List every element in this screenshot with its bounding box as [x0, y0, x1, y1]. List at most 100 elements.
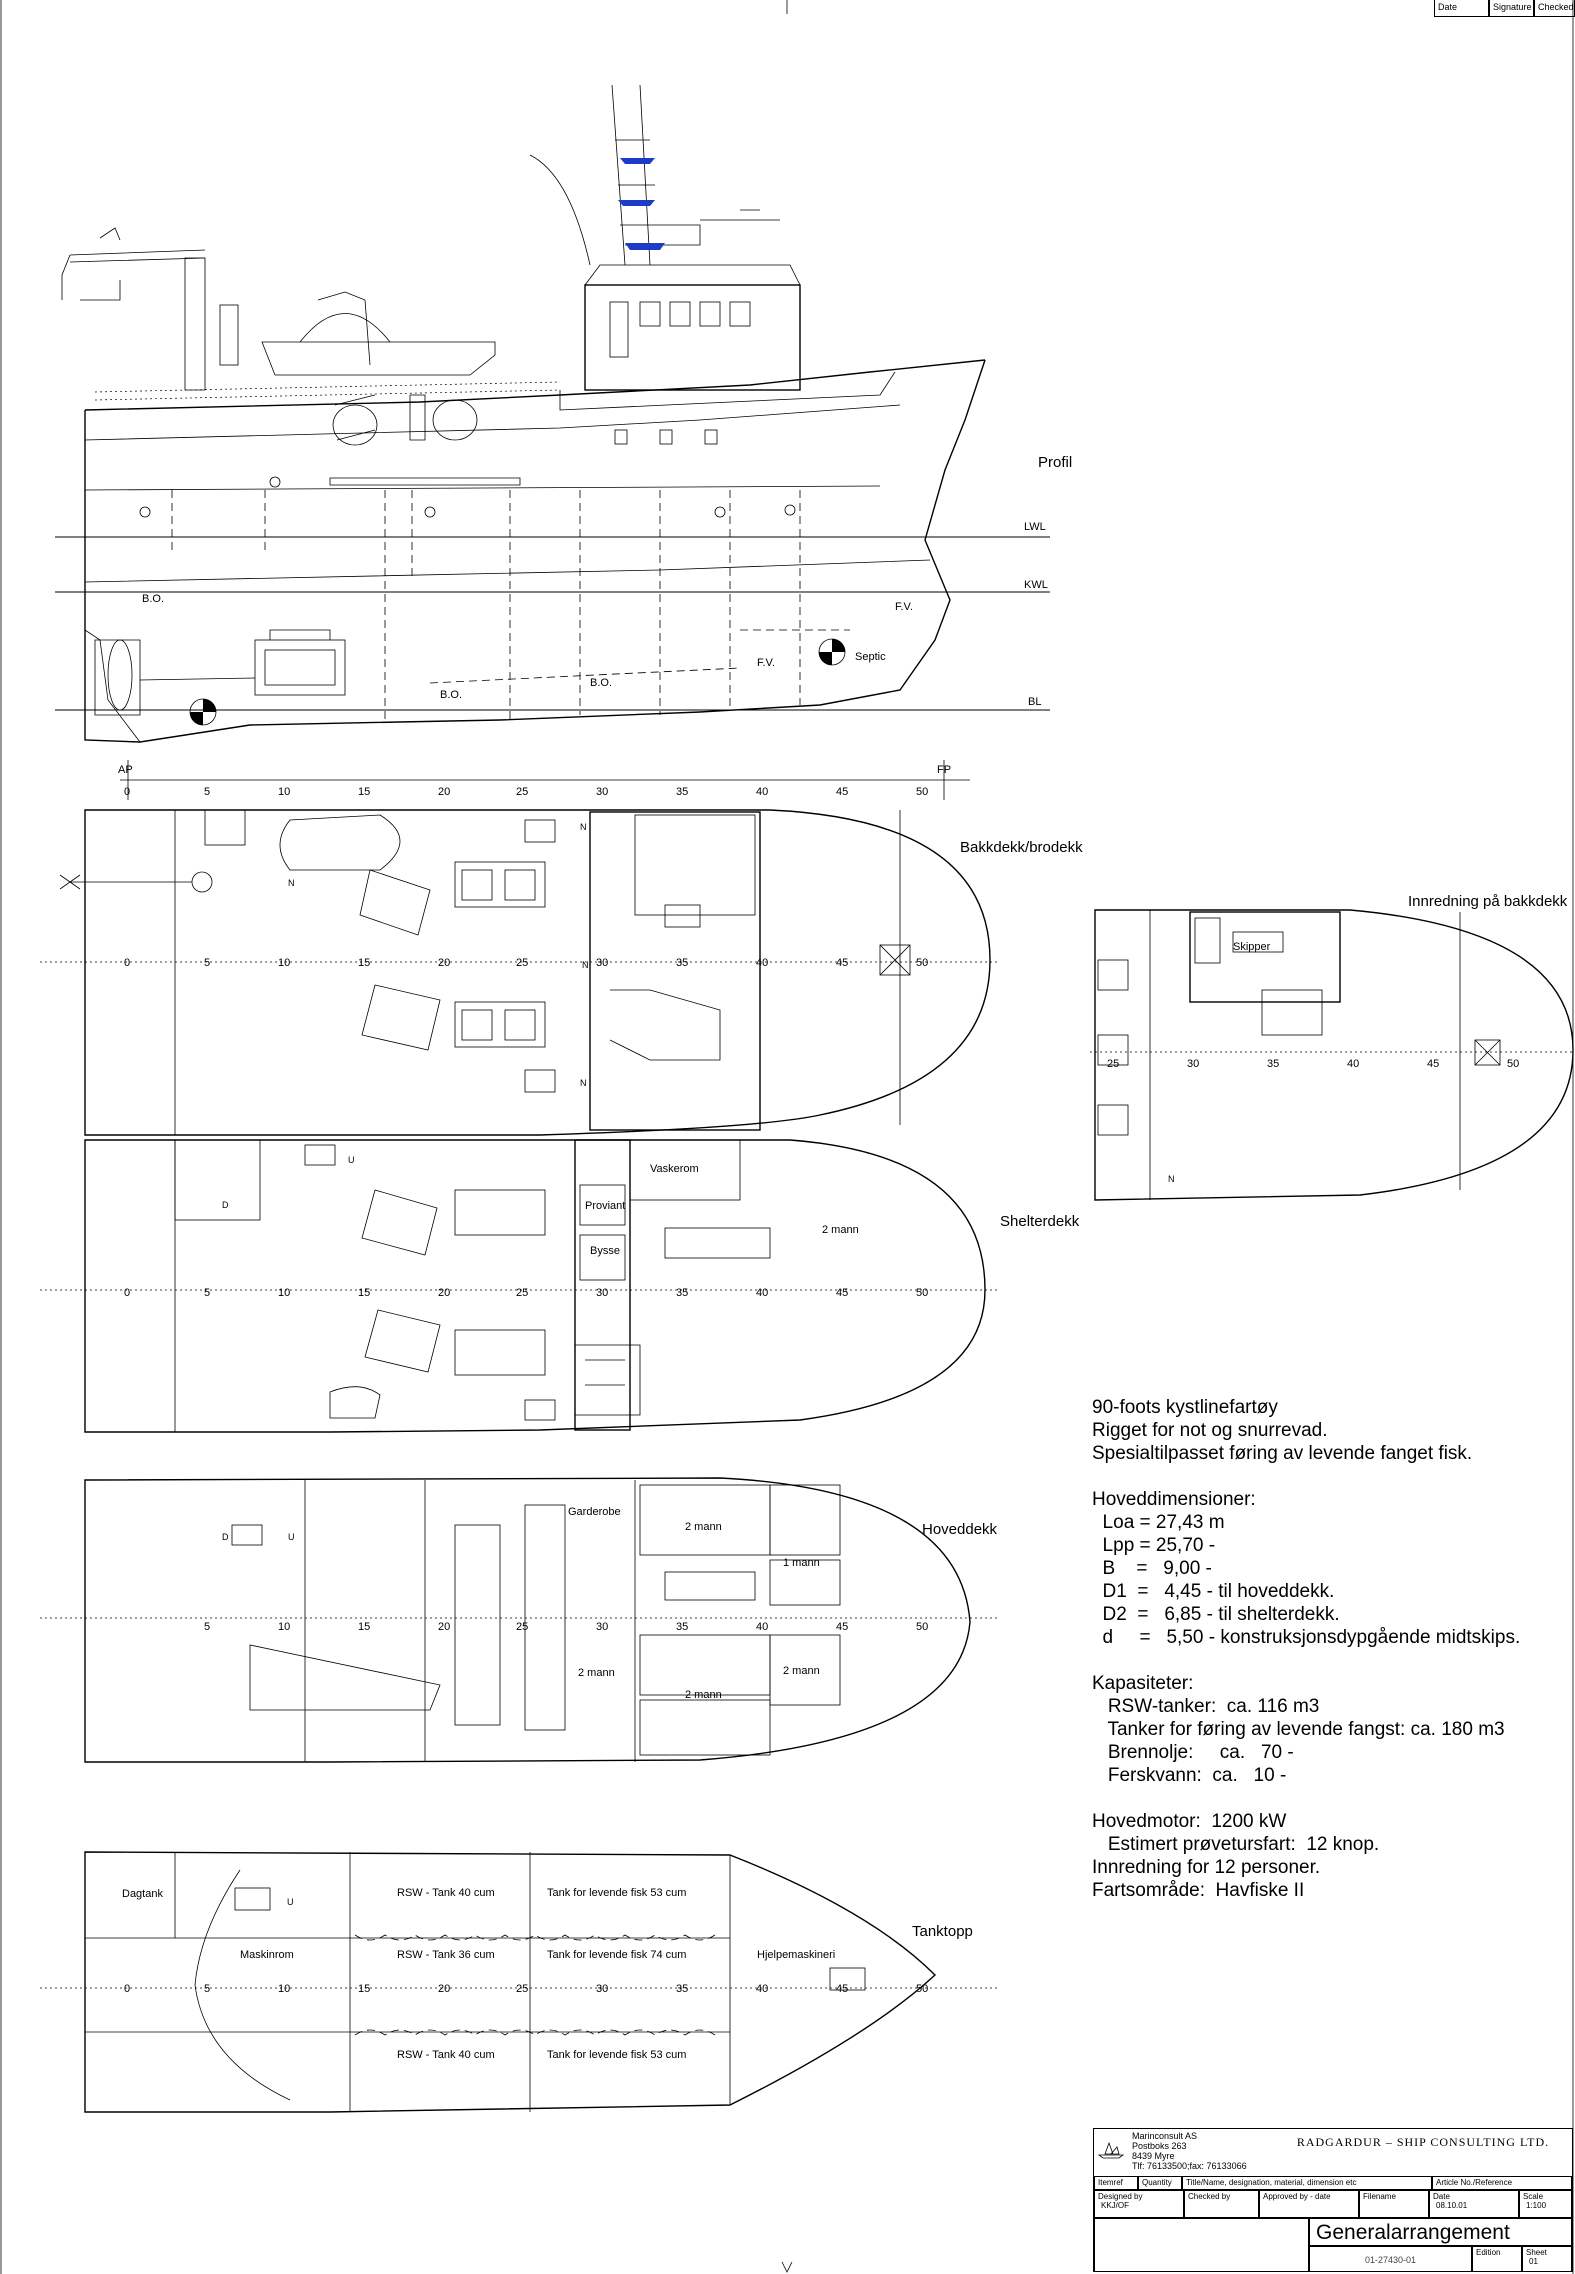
radar-antenna-icon [620, 158, 655, 164]
frame-number: 10 [278, 1621, 290, 1633]
frame-number: 15 [358, 957, 370, 969]
bakkdekk-hatches [454, 861, 546, 1048]
company-info: Marinconsult AS Postboks 263 8439 Myre T… [1094, 2129, 1274, 2176]
rsw-tank-label: RSW - Tank 40 cum [397, 2049, 495, 2061]
spec-line: Loa = 27,43 m [1092, 1512, 1225, 1533]
profile-frame-numbers: 0 5 10 15 20 25 30 35 40 45 50 [124, 786, 928, 798]
stair-direction-label: N [580, 822, 587, 832]
frame-number: 30 [596, 1287, 608, 1299]
frame-number: 20 [438, 957, 450, 969]
frame-number: 35 [676, 957, 688, 969]
profile-label-bo: B.O. [142, 593, 164, 605]
article-header: Article No./Reference [1432, 2176, 1572, 2190]
hjelpemaskineri-label: Hjelpemaskineri [757, 1949, 835, 1961]
itemref-header: Itemref [1094, 2176, 1138, 2190]
profile-label-bo: B.O. [590, 677, 612, 689]
shelterdekk-frame-numbers: 0 5 10 15 20 25 30 35 40 45 50 [124, 1287, 928, 1299]
revision-header: Date Signature Checked [1434, 0, 1575, 17]
propeller-rudder [94, 639, 256, 716]
live-fish-tank-label: Tank for levende fisk 53 cum [547, 1887, 686, 1899]
stair-direction-label: U [288, 1532, 295, 1542]
frame-number: 50 [916, 1983, 928, 1995]
shelterdekk-view-title: Shelterdekk [1000, 1213, 1080, 1230]
tanktopp-frame-numbers: 0 5 10 15 20 25 30 35 40 45 50 [124, 1983, 928, 1995]
stair-direction-label: N [580, 1078, 587, 1088]
profile-view: LWL KWL BL Profil B.O. B.O. B.O. F.V. F.… [55, 84, 1072, 800]
tanktopp-stair [829, 1967, 866, 1991]
liferaft [329, 1386, 381, 1419]
drawing-number: 01-27430-01 [1309, 2246, 1472, 2272]
tanktopp-plan: 0 5 10 15 20 25 30 35 40 45 50 Dagtank M… [40, 1851, 1000, 2113]
wheelhouse-windows [609, 301, 751, 358]
frame-number: 40 [756, 1621, 768, 1633]
profile-stern [84, 629, 141, 743]
rsw-tank-label: RSW - Tank 36 cum [397, 1949, 495, 1961]
date-cell: Date 08.10.01 [1429, 2190, 1519, 2218]
bakkdekk-frame-numbers: 0 5 10 15 20 25 30 35 40 45 50 [124, 957, 928, 969]
spec-line: Tanker for føring av levende fangst: ca.… [1092, 1719, 1505, 1740]
scale-header: Scale [1523, 2192, 1544, 2201]
stair-direction-label: N [288, 878, 295, 888]
frame-number: 45 [836, 1287, 848, 1299]
company-logo [1097, 2139, 1125, 2159]
frame-number: 40 [756, 786, 768, 798]
frame-number: 40 [756, 957, 768, 969]
frame-number: 25 [516, 1621, 528, 1633]
frame-number: 10 [278, 957, 290, 969]
frame-number: 50 [1507, 1058, 1519, 1070]
spec-line: B = 9,00 - [1092, 1558, 1212, 1579]
frame-number: 35 [676, 1621, 688, 1633]
frame-number: 30 [1187, 1058, 1199, 1070]
tank-corrugation [354, 2029, 716, 2036]
frame-number: 0 [124, 1287, 130, 1299]
proviant-label: Proviant [585, 1200, 625, 1212]
hatch-row [329, 477, 521, 486]
edition-header: Edition [1472, 2246, 1522, 2272]
innredning-stairs [1261, 989, 1323, 1036]
frame-number: 20 [438, 1621, 450, 1633]
company-name: Marinconsult AS [1132, 2131, 1198, 2141]
main-engine-icon [254, 629, 346, 696]
frame-number: 50 [916, 1621, 928, 1633]
tank-corrugation [354, 1934, 716, 1941]
forward-hatch [879, 944, 911, 976]
skipper-cabin [1189, 911, 1341, 1003]
rescue-boat [261, 313, 496, 376]
frame-number: 45 [836, 786, 848, 798]
spec-heading: Hoveddimensioner: [1092, 1489, 1256, 1510]
frame-number: 15 [358, 1287, 370, 1299]
frame-number: 25 [516, 786, 528, 798]
profile-sheer-line [84, 359, 986, 411]
deck-crane [61, 227, 239, 391]
accommodation-block [559, 371, 896, 411]
tanktopp-bilge-line [194, 1869, 291, 2101]
hoveddekk-hull-outline [84, 1477, 971, 1763]
tanktopp-hull-outline [84, 1851, 937, 2113]
vessel-specifications: 90-foots kystlinefartøy Rigget for not o… [1092, 1396, 1562, 1902]
cabin-label: 1 mann [783, 1557, 820, 1569]
profile-view-title: Profil [1038, 454, 1072, 471]
wheelhouse-roof [584, 264, 801, 286]
profile-shelter-line [84, 404, 901, 441]
vaskerom [629, 1139, 741, 1201]
bakkdekk-box [204, 809, 246, 846]
garderobe-label: Garderobe [568, 1506, 621, 1518]
innredning-view-title: Innredning på bakkdekk [1408, 893, 1568, 910]
checked-by-header: Checked by [1184, 2190, 1259, 2218]
skipper-bed [1232, 931, 1284, 953]
bakkdekk-boat [279, 814, 401, 871]
frame-number: 5 [204, 1621, 210, 1633]
frame-number: 40 [1347, 1058, 1359, 1070]
frame-number: 30 [596, 1621, 608, 1633]
cabin-label: 2 mann [578, 1667, 615, 1679]
frame-number: 25 [516, 1287, 528, 1299]
revision-date-header: Date [1434, 0, 1489, 17]
frame-number: 10 [278, 786, 290, 798]
spec-line: Fartsområde: Havfiske II [1092, 1880, 1305, 1901]
profile-label-fv: F.V. [895, 601, 913, 613]
bakkdekk-view-title: Bakkdekk/brodekk [960, 839, 1083, 856]
messroom-seating [574, 1344, 641, 1416]
frame-number: 50 [916, 786, 928, 798]
sheet-cell: Sheet 01 [1522, 2246, 1572, 2272]
